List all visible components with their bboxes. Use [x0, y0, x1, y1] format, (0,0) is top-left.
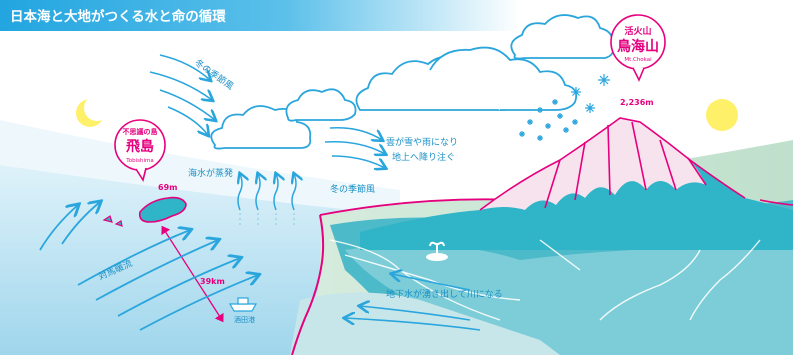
plain-light	[345, 240, 793, 355]
mt-chokai-snow	[480, 118, 706, 210]
tobishima-name: 飛島	[125, 138, 154, 155]
islet-2	[114, 220, 123, 227]
cloud-large	[355, 46, 578, 111]
evaporation-arrows	[238, 174, 296, 211]
winter-wind-top-label: 冬の季節風	[192, 57, 236, 93]
mt-chokai-ridges	[479, 117, 793, 211]
winter-wind-arrows	[149, 54, 215, 135]
cloud-snow-line2: 地上へ降り注ぐ	[392, 151, 455, 163]
winter-wind-mid-label: 冬の季節風	[330, 183, 375, 195]
mt-chokai-name: 鳥海山	[617, 38, 659, 55]
groundwater-arrows	[345, 274, 481, 331]
evaporation-dots	[239, 212, 295, 225]
islet-1	[102, 215, 113, 223]
tobishima-pin: 不思議の島 飛島 Tobishima	[114, 119, 166, 183]
mt-chokai-romaji: Mt.Chokai	[624, 57, 652, 63]
tobishima-subtitle: 不思議の島	[123, 127, 158, 136]
coastline	[291, 214, 325, 355]
mt-chokai-pin: 活火山 鳥海山 Mt.Chokai	[610, 14, 666, 82]
snowflake-icons	[519, 74, 610, 141]
winter-wind-mid-arrows	[324, 126, 385, 168]
tobishima-romaji: Tobishima	[125, 158, 153, 164]
sea-horizon-wash	[0, 120, 400, 215]
ship-icon	[228, 297, 258, 312]
tobishima-island	[138, 196, 187, 223]
rivers	[329, 239, 761, 321]
mt-chokai-type: 活火山	[624, 25, 651, 37]
evaporation-label: 海水が蒸発	[188, 167, 233, 179]
page-title: 日本海と大地がつくる水と命の循環	[10, 8, 226, 25]
moon-icon	[76, 95, 110, 127]
distance-line	[161, 225, 224, 323]
cloud-mid	[285, 88, 357, 122]
cloud-topright	[510, 14, 614, 60]
distance-label: 39km	[200, 277, 225, 286]
groundwater-label: 地下水が湧き出して川になる	[386, 288, 503, 300]
spring-icon	[426, 241, 448, 261]
mt-chokai-elevation: 2,236m	[620, 98, 654, 107]
tsushima-current-arrows	[39, 202, 258, 331]
tobishima-elevation: 69m	[158, 183, 177, 192]
sun-icon	[706, 99, 738, 131]
cloud-snow-line1: 雲が雪や雨になり	[386, 136, 458, 148]
title-banner	[0, 0, 520, 31]
sakata-port-label: 酒田港	[234, 315, 255, 324]
